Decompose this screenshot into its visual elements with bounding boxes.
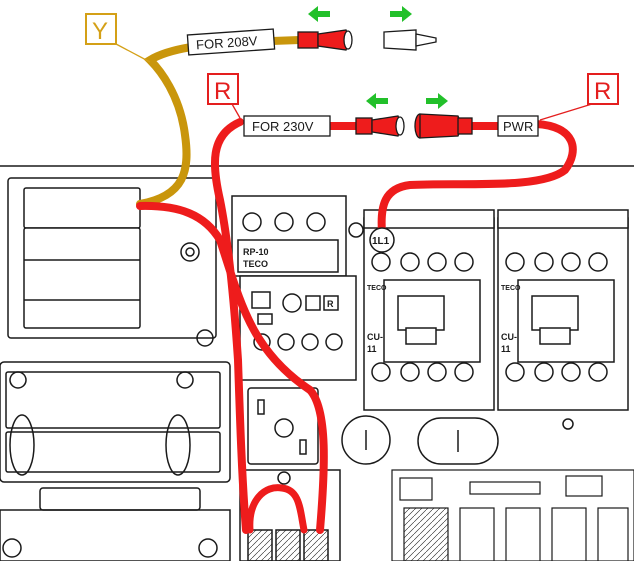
terminal-1l1-text: 1L1 bbox=[372, 236, 390, 247]
relay-brand-label: TECO bbox=[243, 259, 268, 269]
wire-label-208-text: FOR 208V bbox=[196, 33, 259, 52]
relay-reset-label: R bbox=[327, 299, 334, 309]
motor-mount bbox=[0, 329, 231, 561]
terminal-1l1: 1L1 bbox=[369, 227, 395, 253]
red-wire-230 bbox=[210, 118, 250, 534]
arrow-left-icon-230 bbox=[366, 93, 388, 109]
tag-red-left-text: R bbox=[214, 78, 231, 105]
contactor-right-model-a: CU- bbox=[501, 332, 517, 342]
red-wire-loop bbox=[246, 484, 308, 534]
relay-model-label: RP-10 bbox=[243, 247, 269, 257]
tag-yellow-text: Y bbox=[92, 18, 108, 45]
tag-red-right-text: R bbox=[594, 78, 611, 105]
wire-label-208: FOR 208V bbox=[186, 28, 276, 56]
contactor-left-model-a: CU- bbox=[367, 332, 383, 342]
connector-208-blank bbox=[383, 29, 437, 51]
contactor-left bbox=[363, 209, 495, 411]
overload-relay bbox=[231, 195, 364, 381]
wire-label-230: FOR 230V bbox=[243, 115, 331, 137]
contactor-right bbox=[497, 209, 629, 411]
wire-label-pwr-text: PWR bbox=[503, 119, 533, 134]
red-wire-transformer bbox=[136, 201, 328, 534]
mount-screw-icon bbox=[562, 418, 574, 430]
bridge-rectifier bbox=[247, 387, 319, 465]
arrow-right-icon-208 bbox=[390, 6, 412, 22]
contactor-left-model-b: 11 bbox=[367, 344, 377, 354]
tag-red-left: R bbox=[207, 73, 241, 119]
contactor-right-model-b: 11 bbox=[501, 344, 511, 354]
wire-label-pwr: PWR bbox=[497, 115, 539, 137]
contactor-right-brand: TECO bbox=[501, 285, 521, 292]
connector-230-female bbox=[414, 113, 473, 139]
tag-yellow: Y bbox=[85, 13, 151, 63]
transformer bbox=[7, 177, 217, 339]
control-board bbox=[391, 469, 634, 561]
red-wire-pwr bbox=[377, 120, 577, 236]
connector-208-male bbox=[297, 29, 353, 51]
wire-label-230-text: FOR 230V bbox=[252, 119, 314, 134]
connector-230-male bbox=[355, 115, 405, 137]
contactor-left-brand: TECO bbox=[367, 285, 387, 292]
arrow-right-icon-230 bbox=[426, 93, 448, 109]
tag-red-right: R bbox=[539, 73, 619, 121]
arrow-left-icon-208 bbox=[308, 6, 330, 22]
knockout-holes bbox=[341, 415, 499, 465]
